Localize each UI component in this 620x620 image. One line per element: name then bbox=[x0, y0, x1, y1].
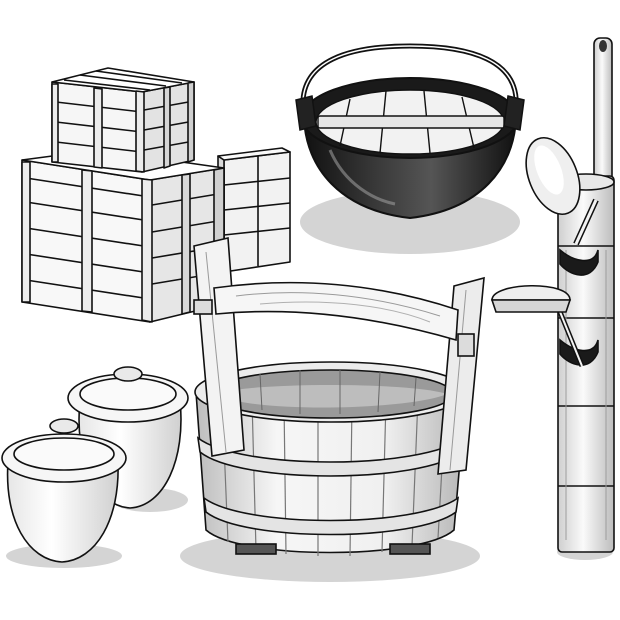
pot-shadow bbox=[300, 190, 520, 254]
bamboo-water-pipe bbox=[490, 37, 615, 560]
jar-front bbox=[1, 418, 127, 568]
wooden-bucket bbox=[180, 237, 485, 582]
crate-top bbox=[51, 67, 195, 173]
iron-cooking-pot bbox=[295, 43, 525, 254]
ceramic-jars bbox=[1, 366, 189, 568]
bucket-handle bbox=[193, 237, 485, 475]
pot-lid bbox=[315, 89, 505, 155]
ladle-horizontal bbox=[490, 285, 585, 367]
crate-bottom bbox=[21, 149, 225, 323]
ladle-upright bbox=[525, 137, 599, 246]
